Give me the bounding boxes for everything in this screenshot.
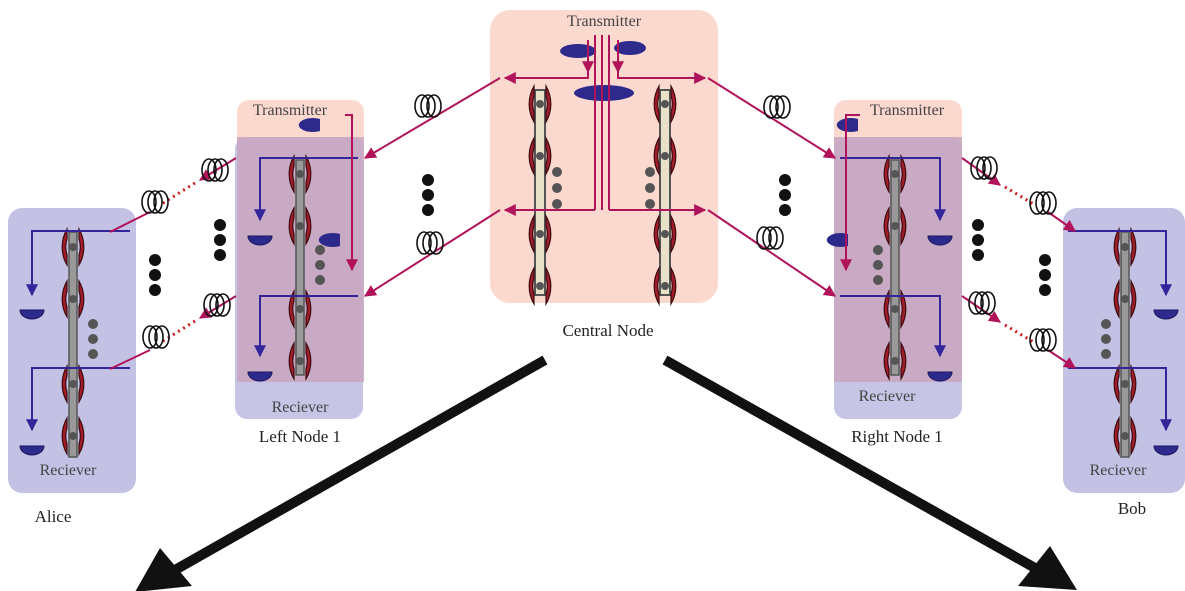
central-node: Transmitter Central Node <box>490 10 718 340</box>
right-node-1-label: Right Node 1 <box>851 427 943 446</box>
ellipsis-dots-icon <box>149 174 1051 296</box>
fiber-coil-icon <box>416 231 444 255</box>
right1-receiver-label: Reciever <box>859 388 917 405</box>
cavity-rod <box>534 89 546 296</box>
bob-node: Reciever Bob <box>1063 208 1185 518</box>
central-transmitter-label: Transmitter <box>567 13 642 30</box>
right-node-1: Transmitter Reciever Right Node 1 <box>826 100 962 446</box>
alice-node: Reciever Alice <box>8 208 136 526</box>
ellipsis-dots-icon <box>88 319 98 359</box>
cavity-rod <box>1120 231 1130 458</box>
emitter-icon <box>560 44 596 58</box>
left-node-1-label: Left Node 1 <box>259 427 341 446</box>
right1-transmitter-label: Transmitter <box>870 102 945 119</box>
cavity-rod <box>295 159 305 376</box>
ellipsis-dots-icon <box>873 245 883 285</box>
central-node-label: Central Node <box>562 321 653 340</box>
emitter-icon <box>574 85 634 101</box>
alice-label: Alice <box>35 507 72 526</box>
left1-receiver-label: Reciever <box>272 399 330 416</box>
ellipsis-dots-icon <box>552 167 655 209</box>
fiber-coil-icon <box>1029 191 1057 215</box>
flow-arrow-icon <box>135 355 548 591</box>
fiber-coil-icon <box>142 325 170 349</box>
emitter-icon <box>614 41 646 55</box>
cavity-rod <box>890 159 900 376</box>
emitter-icon <box>826 233 848 247</box>
left-node-1: Transmitter Reciever Left Node 1 <box>235 100 364 446</box>
ellipsis-dots-icon <box>1101 319 1111 359</box>
fiber-coil-icon <box>1029 328 1057 352</box>
fiber-coil-icon <box>414 94 442 118</box>
ellipsis-dots-icon <box>315 245 325 285</box>
flow-arrow-icon <box>662 355 1077 590</box>
fiber-links <box>109 77 1076 370</box>
alice-receiver-label: Reciever <box>40 462 98 479</box>
bob-receiver-label: Reciever <box>1090 462 1148 479</box>
left1-transmitter-label: Transmitter <box>253 102 328 119</box>
cavity-rod <box>68 231 78 458</box>
cavity-rod <box>659 89 671 296</box>
bob-label: Bob <box>1118 499 1146 518</box>
